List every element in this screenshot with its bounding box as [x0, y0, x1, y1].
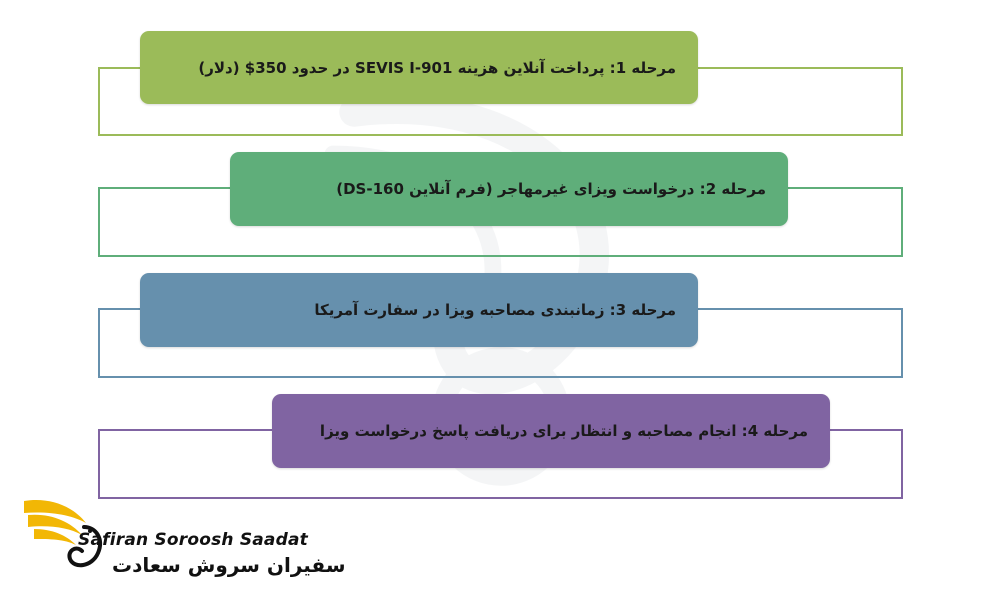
brand-name-fa: سفیران سروش سعادت [112, 553, 346, 577]
golden-wing-icon [24, 499, 103, 568]
company-logo: Safiran Soroosh Saadat سفیران سروش سعادت [20, 493, 346, 588]
step-2-label: مرحله 2: درخواست ویزای غیرمهاجر (فرم آنل… [336, 180, 766, 198]
step-3-box: مرحله 3: زمانبندی مصاحبه ویزا در سفارت آ… [140, 273, 698, 347]
step-4-label: مرحله 4: انجام مصاحبه و انتظار برای دریا… [319, 422, 808, 440]
step-1-box: مرحله 1: پرداخت آنلاین هزینه SEVIS I-901… [140, 31, 698, 104]
step-2-box: مرحله 2: درخواست ویزای غیرمهاجر (فرم آنل… [230, 152, 788, 226]
brand-name-en: Safiran Soroosh Saadat [78, 530, 308, 550]
step-4-box: مرحله 4: انجام مصاحبه و انتظار برای دریا… [272, 394, 830, 468]
step-3-label: مرحله 3: زمانبندی مصاحبه ویزا در سفارت آ… [314, 301, 676, 319]
step-1-label: مرحله 1: پرداخت آنلاین هزینه SEVIS I-901… [198, 58, 676, 77]
